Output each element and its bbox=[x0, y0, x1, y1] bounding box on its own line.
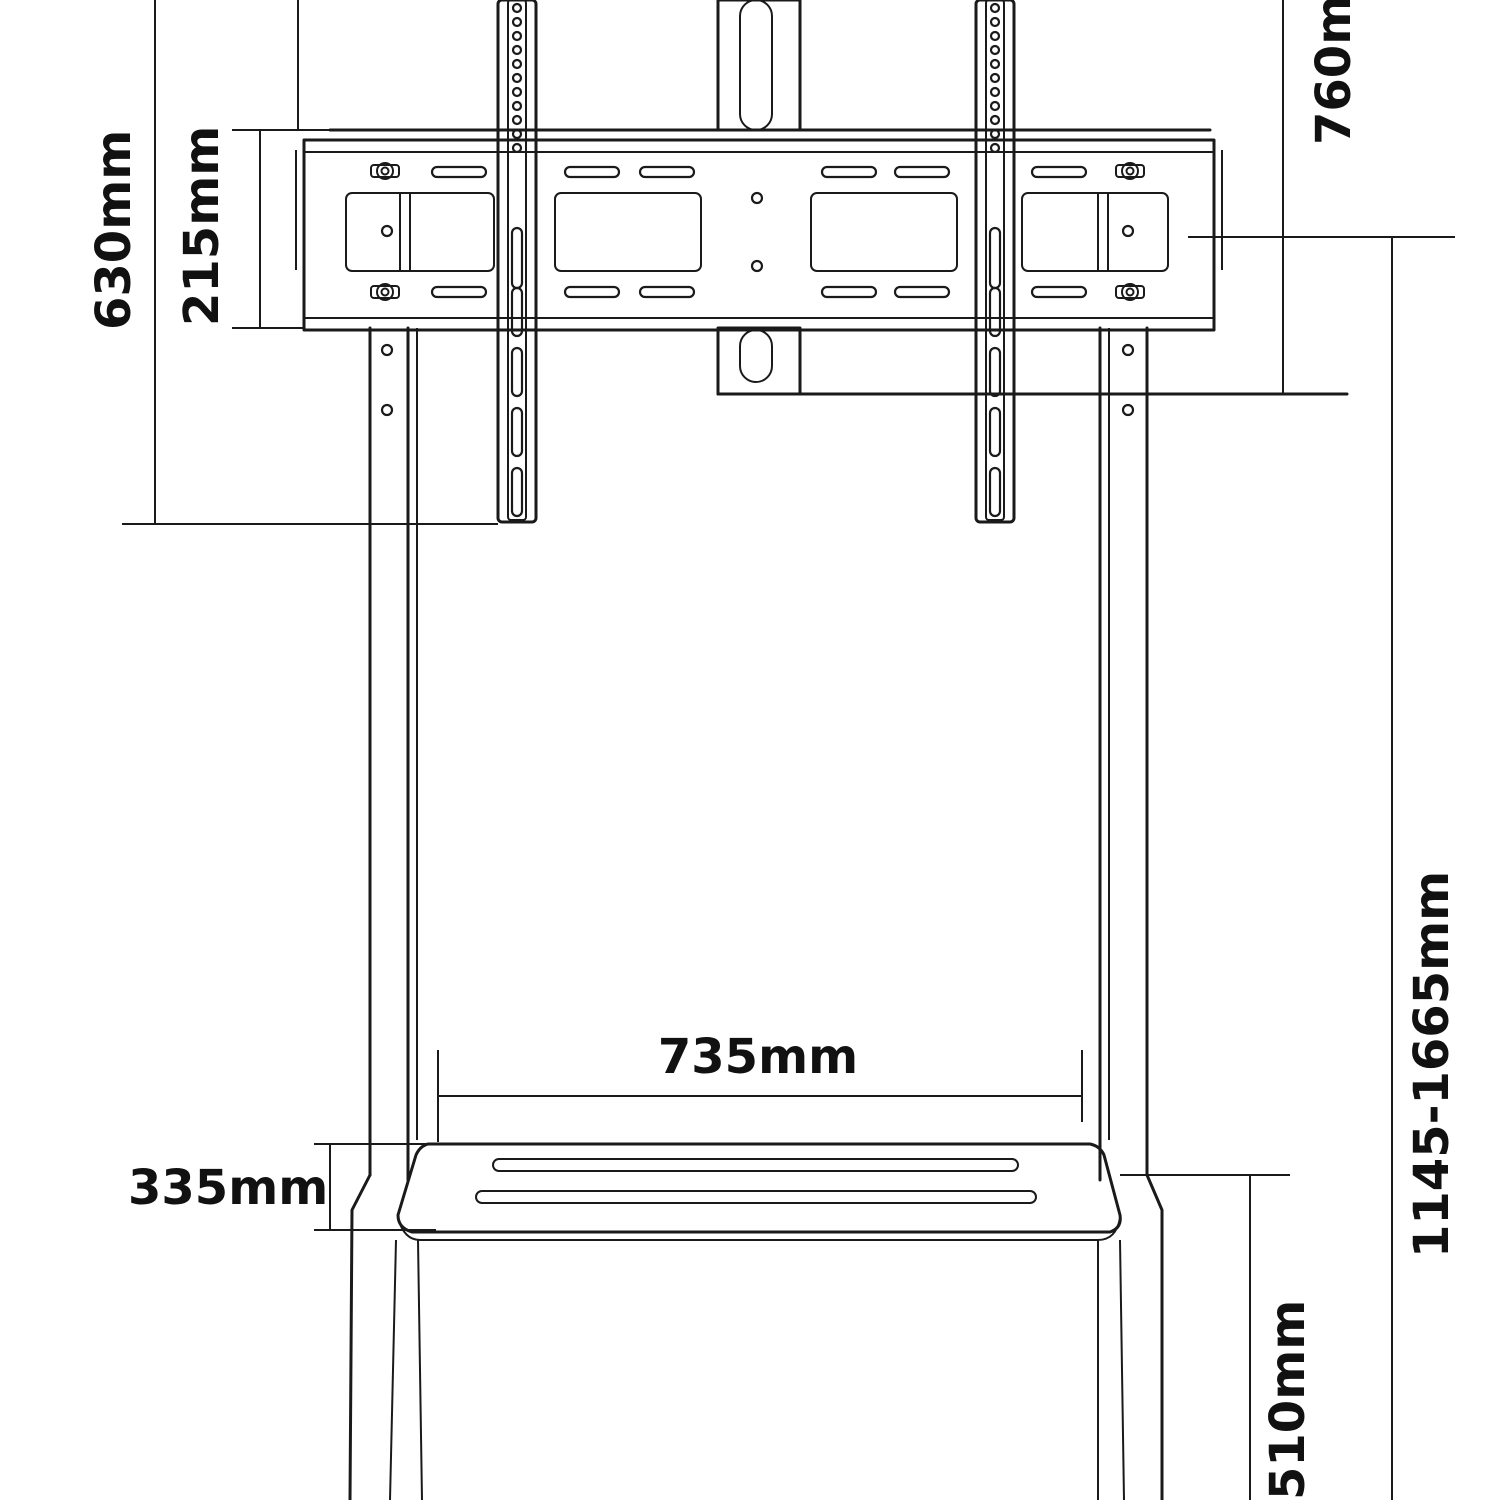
right-tv-arm bbox=[974, 0, 1016, 524]
arm-hole bbox=[511, 114, 523, 126]
nut-icon bbox=[380, 166, 390, 176]
label-shelf-depth: 335mm bbox=[128, 1160, 328, 1216]
label-bracket-height: 760mm bbox=[1306, 0, 1362, 145]
arm-hole bbox=[511, 86, 523, 98]
arm-hole bbox=[511, 44, 523, 56]
nut-icon bbox=[1115, 164, 1145, 178]
nut-icon bbox=[370, 285, 400, 299]
arm-hole bbox=[989, 142, 1001, 154]
arm-slot bbox=[988, 226, 1002, 290]
post-holes bbox=[380, 343, 1135, 417]
label-vesa-vertical: 215mm bbox=[174, 126, 230, 326]
arm-hole bbox=[511, 30, 523, 42]
plate-slot bbox=[1030, 165, 1088, 179]
plate-hole bbox=[750, 191, 764, 205]
arm-hole bbox=[511, 16, 523, 28]
plate-hole bbox=[1121, 224, 1135, 238]
arm-hole bbox=[989, 86, 1001, 98]
plate-slot bbox=[893, 165, 951, 179]
plate-slot bbox=[820, 165, 878, 179]
nut-icon bbox=[1115, 285, 1145, 299]
shelf bbox=[396, 1142, 1122, 1241]
label-shelf-height: 510mm bbox=[1260, 1300, 1316, 1500]
plate-slot bbox=[1030, 285, 1088, 299]
arm-slot bbox=[988, 286, 1002, 338]
arm-slot bbox=[988, 466, 1002, 518]
plate-features bbox=[345, 162, 1169, 301]
plate-window bbox=[345, 192, 495, 272]
plate-slot bbox=[893, 285, 951, 299]
arm-hole bbox=[989, 72, 1001, 84]
plate-window bbox=[810, 192, 958, 272]
arm-slot bbox=[510, 346, 524, 398]
dimension-lines bbox=[122, 0, 1455, 1500]
arm-slot bbox=[510, 226, 524, 290]
nut-icon bbox=[1125, 287, 1135, 297]
left-post bbox=[368, 326, 418, 1177]
nut-icon bbox=[370, 164, 400, 178]
arm-hole bbox=[989, 2, 1001, 14]
mount-plate bbox=[295, 128, 1223, 332]
left-tv-arm bbox=[496, 0, 538, 524]
arm-slot bbox=[988, 406, 1002, 458]
arm-hole bbox=[511, 2, 523, 14]
plate-slot bbox=[638, 165, 696, 179]
arm-hole bbox=[989, 44, 1001, 56]
left-base-leg bbox=[348, 1156, 423, 1500]
nut-icon bbox=[380, 287, 390, 297]
plate-slot bbox=[430, 165, 488, 179]
nut-icon bbox=[1125, 166, 1135, 176]
arm-holes bbox=[510, 2, 1002, 518]
nut-icon bbox=[1121, 162, 1139, 180]
plate-slot bbox=[820, 285, 878, 299]
arm-slot bbox=[988, 346, 1002, 398]
plate-hole bbox=[750, 259, 764, 273]
arm-slot bbox=[510, 406, 524, 458]
arm-hole bbox=[511, 142, 523, 154]
plate-window bbox=[554, 192, 702, 272]
plate-slot bbox=[430, 285, 488, 299]
nut-icon bbox=[376, 162, 394, 180]
arm-hole bbox=[989, 16, 1001, 28]
arm-hole bbox=[989, 30, 1001, 42]
label-shelf-width: 735mm bbox=[658, 1029, 858, 1085]
arm-slot bbox=[510, 286, 524, 338]
arm-hole bbox=[989, 114, 1001, 126]
nut-icon bbox=[1121, 283, 1139, 301]
arm-hole bbox=[989, 100, 1001, 112]
nut-icon bbox=[376, 283, 394, 301]
plate-hole bbox=[380, 224, 394, 238]
right-base-leg bbox=[1097, 1156, 1164, 1500]
arm-hole bbox=[511, 72, 523, 84]
label-adjust-range: 1145-1665mm bbox=[1404, 871, 1460, 1258]
arm-hole bbox=[989, 58, 1001, 70]
arm-hole bbox=[511, 58, 523, 70]
plate-window bbox=[1021, 192, 1169, 272]
arm-hole bbox=[511, 100, 523, 112]
right-post bbox=[1098, 326, 1149, 1177]
plate-slot bbox=[563, 165, 621, 179]
arm-slot bbox=[510, 466, 524, 518]
label-overall-height: 630mm bbox=[86, 130, 142, 330]
plate-slot bbox=[638, 285, 696, 299]
plate-slot bbox=[563, 285, 621, 299]
